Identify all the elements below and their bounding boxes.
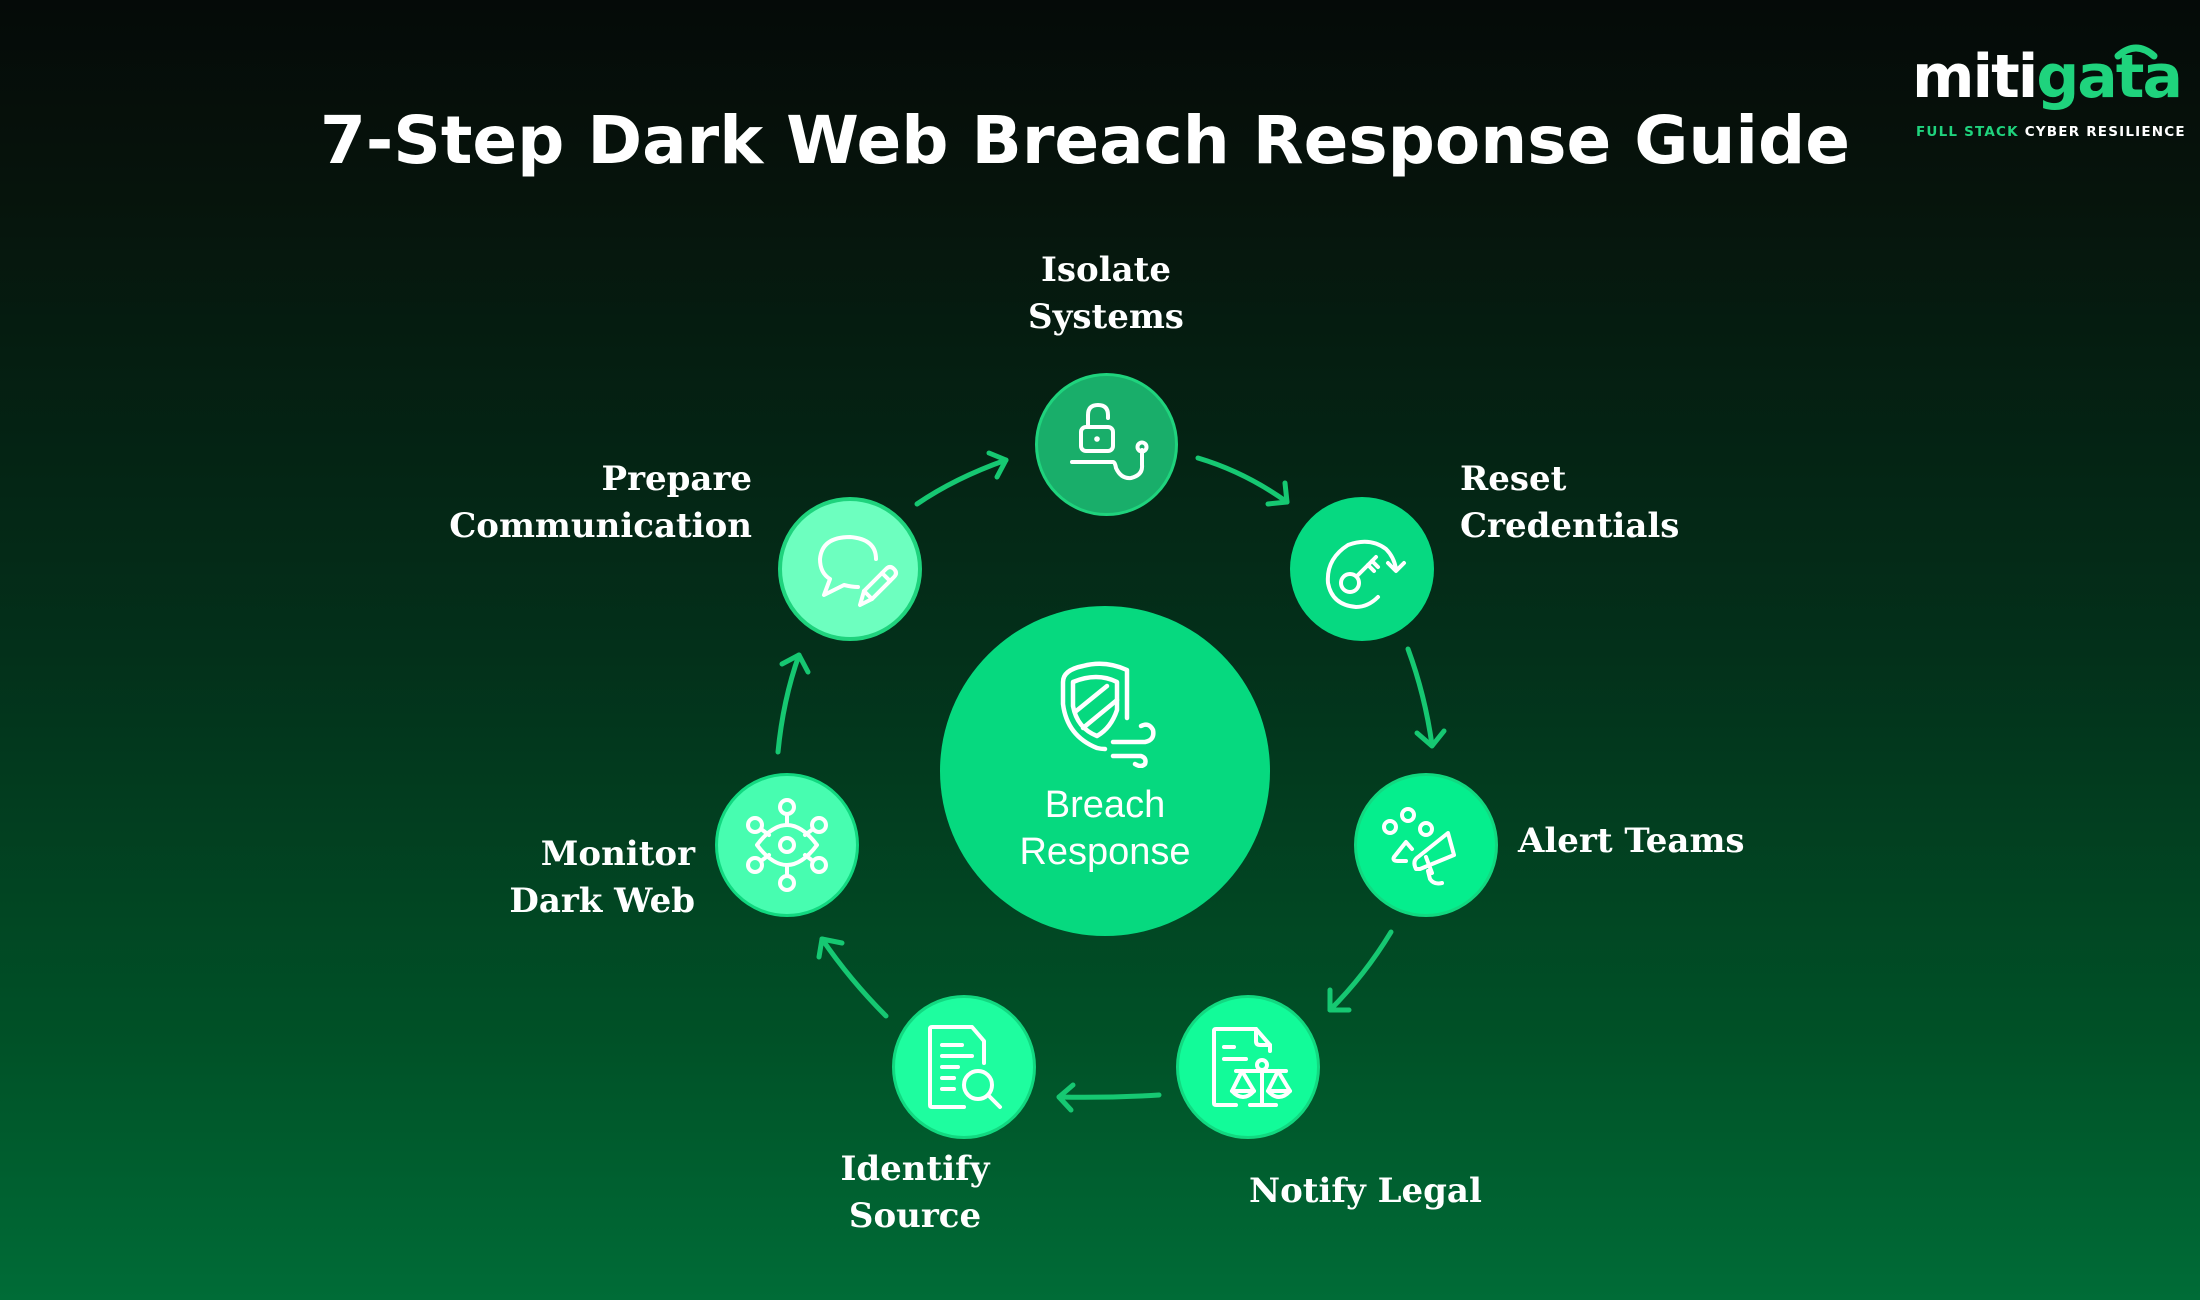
step-node-isolate-systems — [1035, 373, 1178, 516]
step-label-isolate-systems: Isolate Systems — [1000, 247, 1212, 341]
key-reset-icon — [1325, 539, 1406, 609]
logo-word-green: gata — [2036, 42, 2183, 112]
document-scales-icon — [1212, 1027, 1292, 1107]
step-node-identify-source — [892, 995, 1036, 1139]
mitigata-logo: mitigata FULL STACK CYBER RESILIENCE — [1912, 36, 2185, 146]
step-label-reset-credentials: Reset Credentials — [1460, 456, 1679, 550]
shield-wind-icon — [1060, 661, 1156, 768]
step-label-line2: Dark Web — [509, 881, 695, 921]
network-eye-icon — [746, 798, 828, 892]
step-node-prepare-communication — [778, 497, 922, 641]
step-label-line1: Alert Teams — [1518, 821, 1745, 861]
arrow-identify-to-monitor — [816, 936, 889, 1019]
step-label-prepare-communication: Prepare Communication — [380, 456, 752, 550]
center-label: Breach Response — [1019, 782, 1190, 876]
arrow-alert-to-notify — [1327, 929, 1394, 1013]
unlocked-padlock-cable-icon — [1069, 402, 1148, 480]
arrow-isolate-to-reset — [1195, 455, 1290, 507]
center-label-line1: Breach — [1044, 784, 1166, 826]
center-label-line2: Response — [1019, 831, 1191, 873]
page-title: 7-Step Dark Web Breach Response Guide — [319, 102, 1851, 179]
step-label-line1: Identify — [840, 1149, 990, 1189]
arrow-reset-to-alert — [1405, 646, 1447, 749]
step-label-line1: Reset — [1460, 459, 1567, 499]
center-breach-response: Breach Response — [940, 606, 1270, 936]
step-label-line1: Notify Legal — [1249, 1171, 1482, 1211]
step-node-monitor-dark-web — [715, 773, 859, 917]
step-label-alert-teams: Alert Teams — [1518, 818, 1745, 865]
step-node-alert-teams — [1354, 773, 1498, 917]
step-label-monitor-dark-web: Monitor Dark Web — [480, 831, 695, 925]
arrow-prepare-to-isolate — [914, 450, 1009, 507]
step-label-line1: Isolate — [1040, 250, 1171, 290]
step-label-line1: Prepare — [601, 459, 752, 499]
logo-tagline-green: FULL STACK — [1916, 124, 2019, 140]
step-label-identify-source: Identify Source — [810, 1146, 1020, 1240]
logo-tagline: FULL STACK CYBER RESILIENCE — [1916, 124, 2186, 140]
chat-pencil-icon — [818, 535, 898, 607]
document-search-icon — [928, 1025, 1002, 1109]
logo-word-white: miti — [1912, 42, 2038, 112]
step-label-line2: Credentials — [1460, 506, 1680, 546]
step-label-line2: Systems — [1028, 297, 1184, 337]
team-megaphone-icon — [1382, 807, 1456, 886]
step-label-line1: Monitor — [540, 834, 695, 874]
arrow-notify-to-identify — [1056, 1082, 1162, 1113]
arrow-monitor-to-prepare — [775, 652, 811, 755]
logo-wordmark: mitigata — [1912, 42, 2183, 112]
logo-signal-arc-icon — [2114, 44, 2158, 60]
step-node-notify-legal — [1176, 995, 1320, 1139]
step-label-line2: Source — [848, 1196, 982, 1236]
logo-tagline-white: CYBER RESILIENCE — [2024, 124, 2186, 140]
step-label-notify-legal: Notify Legal — [1249, 1168, 1482, 1215]
step-node-reset-credentials — [1290, 497, 1434, 641]
step-label-line2: Communication — [449, 506, 752, 546]
